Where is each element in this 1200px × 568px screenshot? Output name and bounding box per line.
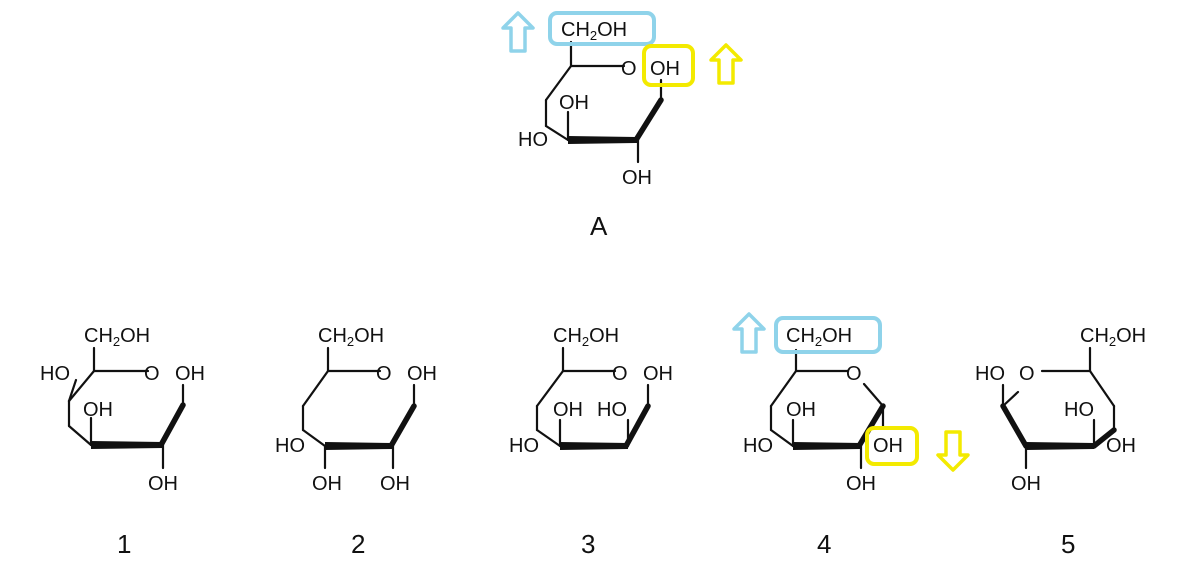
down-arrow-icon: [936, 430, 970, 472]
ring-oxygen-label: O: [621, 58, 637, 80]
ch2oh-label: CH2OH: [786, 325, 852, 349]
molecule-3: CH2OH O OH OH HO HO 3: [509, 325, 673, 559]
ring-oxygen-label: O: [1019, 363, 1035, 385]
c3-oh-label: OH: [553, 399, 583, 421]
caption-1: 1: [117, 529, 131, 559]
c4-ho-label: HO: [40, 363, 70, 385]
ch2oh-highlight-box: [548, 11, 656, 46]
molecule-1: CH2OH HO O OH OH OH 1: [40, 325, 205, 559]
c1-oh-highlight-box: [642, 44, 695, 87]
c1-oh-label: OH: [873, 435, 903, 457]
caption-2: 2: [351, 529, 365, 559]
c2-oh-label: OH: [380, 473, 410, 495]
c2-oh-label: OH: [846, 473, 876, 495]
molecule-4: CH2OH O OH HO OH OH 4: [732, 312, 970, 559]
c2-oh-label: OH: [148, 473, 178, 495]
up-arrow-icon: [732, 312, 766, 354]
ring-oxygen-label: O: [846, 363, 862, 385]
ring-oxygen-label: O: [144, 363, 160, 385]
c4-ho-label: HO: [509, 435, 539, 457]
ring-oxygen-label: O: [376, 363, 392, 385]
c3-oh-label: OH: [559, 92, 589, 114]
molecule-5: CH2OH HO O HO OH OH 5: [975, 325, 1146, 559]
c1-oh-label: OH: [407, 363, 437, 385]
c4-ho-label: HO: [743, 435, 773, 457]
c2-oh-label: OH: [622, 167, 652, 189]
caption-5: 5: [1061, 529, 1075, 559]
caption-a: A: [590, 211, 608, 241]
up-arrow-icon: [501, 11, 535, 53]
caption-3: 3: [581, 529, 595, 559]
c2-oh-label: OH: [1011, 473, 1041, 495]
c3-oh-label: OH: [83, 399, 113, 421]
c3-oh-label: OH: [786, 399, 816, 421]
ch2oh-label: CH2OH: [553, 325, 619, 349]
ch2oh-label: CH2OH: [561, 19, 627, 43]
c1-oh-highlight-box: [865, 426, 919, 466]
c1-oh-label: OH: [643, 363, 673, 385]
c4-ho-label: HO: [275, 435, 305, 457]
ch2oh-label: CH2OH: [1080, 325, 1146, 349]
ch2oh-label: CH2OH: [318, 325, 384, 349]
c3-oh-label: OH: [312, 473, 342, 495]
molecule-a: O CH2OH OH OH HO OH A: [501, 11, 743, 241]
c4-ho-label: HO: [518, 129, 548, 151]
ch2oh-label: CH2OH: [84, 325, 150, 349]
c1-ho-label: HO: [975, 363, 1005, 385]
caption-4: 4: [817, 529, 831, 559]
c3-ho-label: HO: [1064, 399, 1094, 421]
ring-oxygen-label: O: [612, 363, 628, 385]
ch2oh-highlight-box: [774, 316, 882, 354]
c1-oh-label: OH: [175, 363, 205, 385]
c4-oh-label: OH: [1106, 435, 1136, 457]
up-arrow-icon: [709, 43, 743, 85]
c2-ho-label: HO: [597, 399, 627, 421]
c1-oh-label: OH: [650, 58, 680, 80]
molecule-2: CH2OH O OH HO OH OH 2: [275, 325, 437, 559]
